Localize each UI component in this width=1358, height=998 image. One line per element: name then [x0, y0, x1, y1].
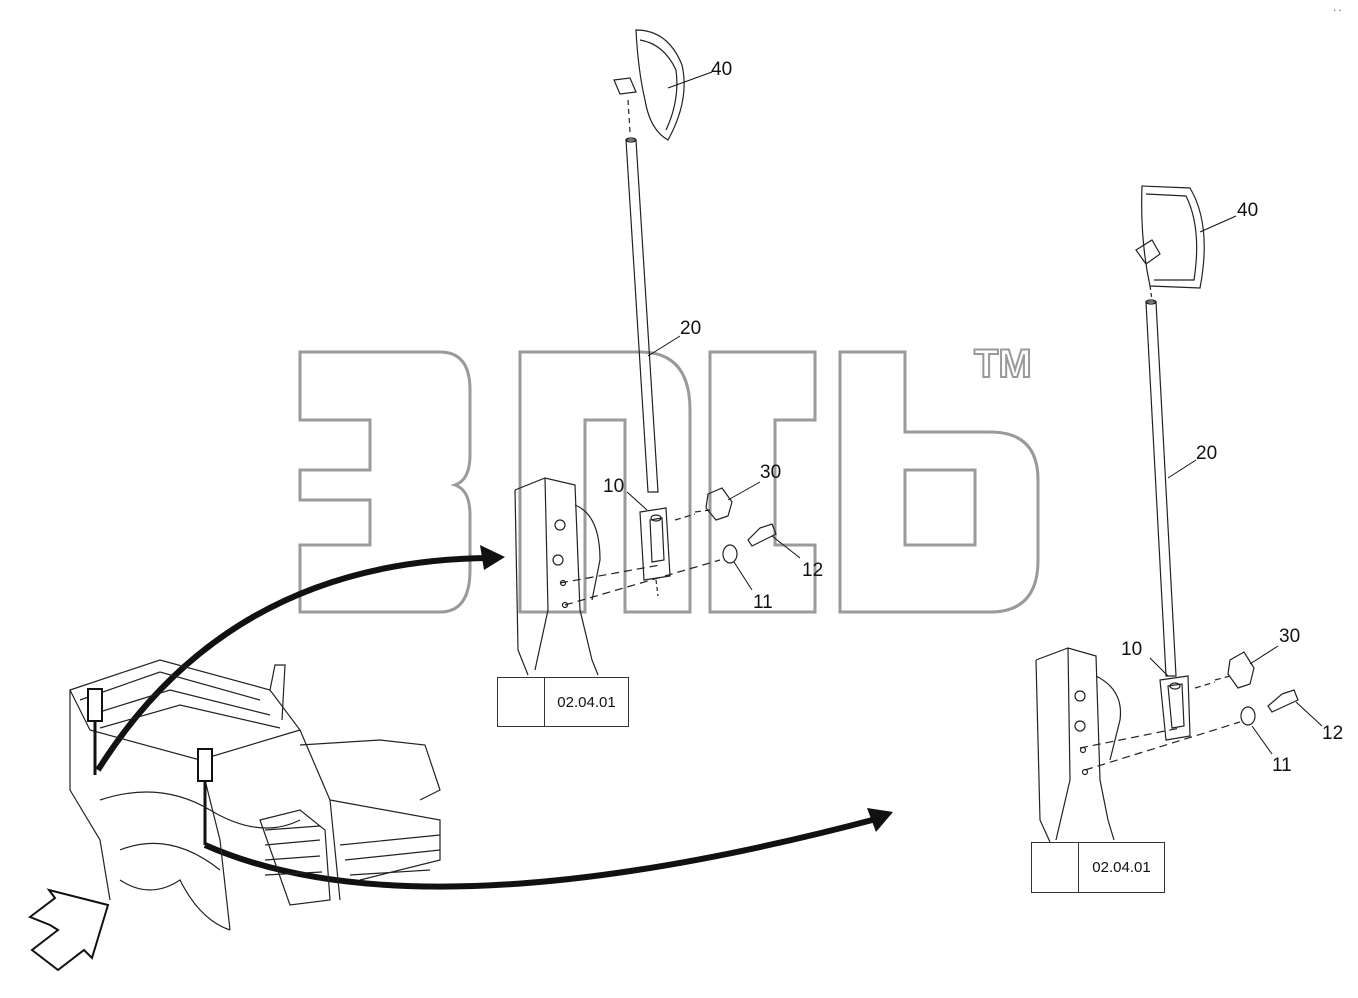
left-rod-20 [625, 139, 659, 493]
right-knob-30 [1227, 651, 1255, 689]
left-washer-11 [722, 544, 738, 564]
left-callout-12: 12 [802, 560, 824, 581]
left-frame-bracket [514, 477, 599, 676]
eye-reference-icon [498, 678, 545, 726]
left-callout-40: 40 [711, 59, 733, 80]
right-callout-11: 11 [1272, 755, 1292, 776]
right-callout-20: 20 [1196, 443, 1218, 464]
left-callout-10: 10 [603, 476, 625, 497]
left-reference-box[interactable]: 02.04.01 [497, 677, 629, 727]
left-assembly [514, 29, 801, 676]
watermark-logo [298, 350, 1040, 614]
right-screw-12 [1267, 689, 1299, 713]
left-callout-20: 20 [680, 318, 702, 339]
right-reference-code: 02.04.01 [1092, 859, 1151, 876]
paver-machine-illustration [69, 659, 441, 931]
left-mirror-40 [635, 29, 685, 141]
corner-mark: .. [1332, 4, 1343, 14]
right-callout-10: 10 [1121, 639, 1143, 660]
right-callout-30: 30 [1279, 626, 1301, 647]
left-callout-11: 11 [753, 592, 773, 613]
right-reference-box[interactable]: 02.04.01 [1031, 842, 1165, 893]
right-assembly [1035, 185, 1323, 843]
right-callout-40: 40 [1237, 200, 1259, 221]
right-rod-20 [1145, 301, 1177, 677]
right-washer-11 [1240, 706, 1256, 726]
left-knob-30 [705, 487, 733, 521]
left-clamp-10 [639, 507, 671, 581]
left-reference-code: 02.04.01 [557, 693, 616, 711]
eye-reference-icon [1032, 843, 1079, 892]
left-screw-12 [747, 523, 777, 547]
right-clamp-10 [1159, 675, 1191, 741]
right-callout-12: 12 [1322, 723, 1344, 744]
watermark-trademark: TM [973, 341, 1033, 387]
view-direction-arrow-icon [27, 888, 110, 972]
arrow-to-left-assembly [95, 545, 505, 772]
right-mirror-40 [1141, 185, 1205, 289]
right-frame-bracket [1035, 647, 1115, 843]
left-callout-30: 30 [760, 462, 782, 483]
arrow-to-right-assembly [203, 808, 893, 890]
